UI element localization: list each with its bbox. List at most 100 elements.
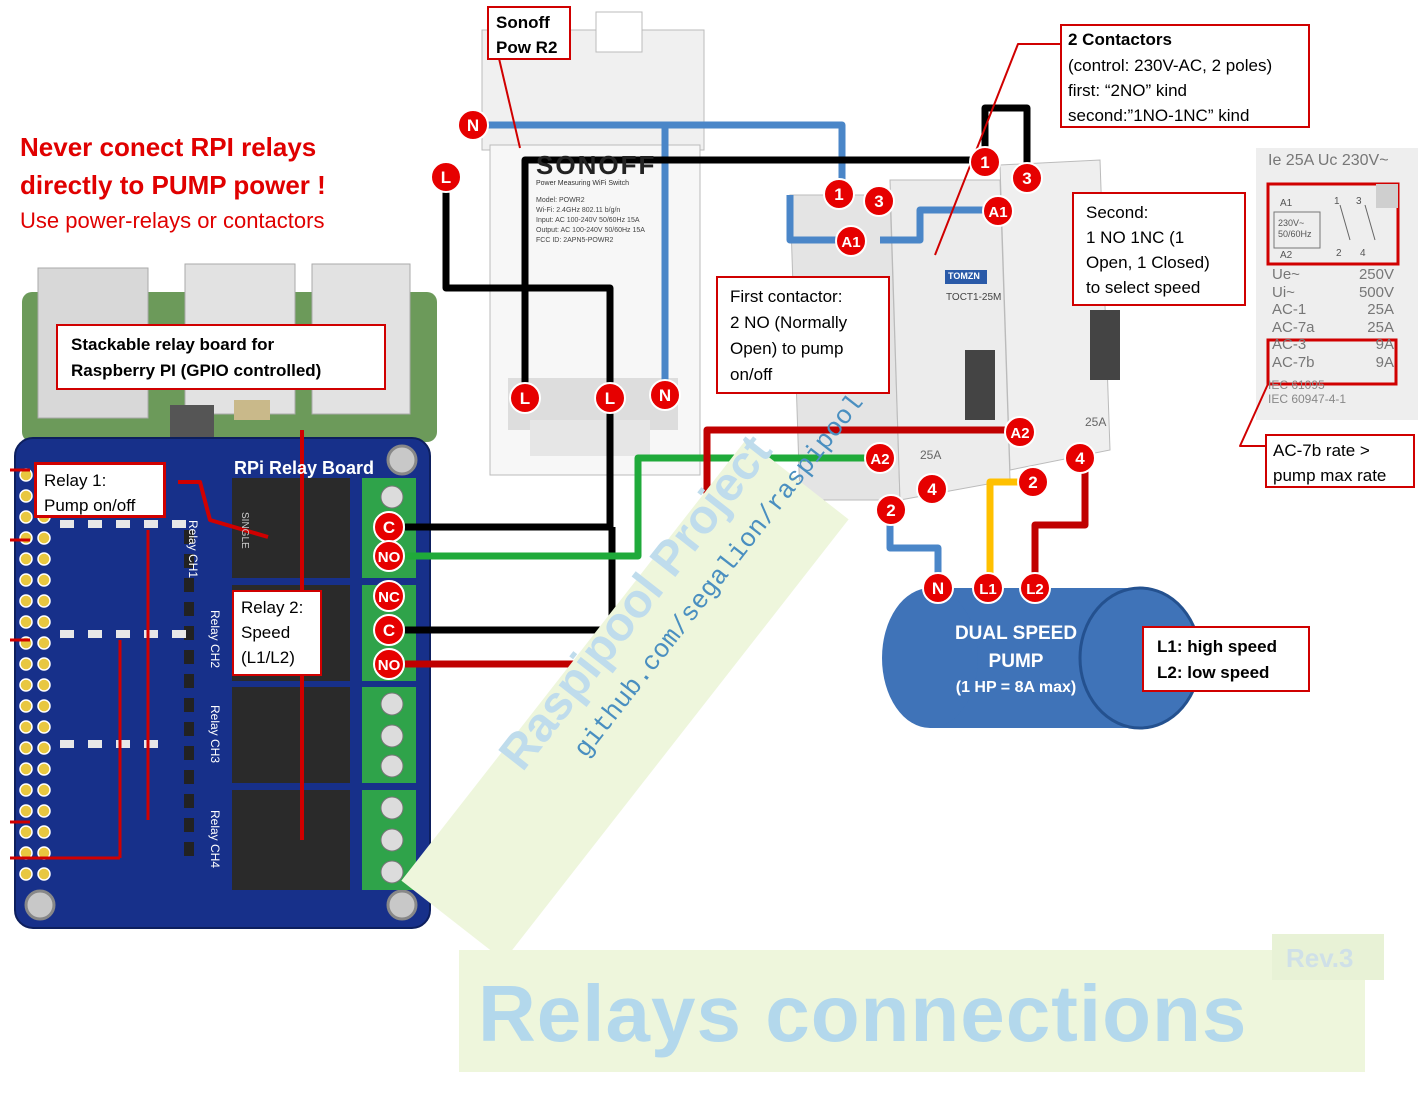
- terminal-badge-t1: 1: [823, 178, 855, 210]
- terminal-badge-text: NO: [378, 549, 401, 566]
- terminal-badge-text: A1: [841, 234, 860, 251]
- sonoff-subtitle: Power Measuring WiFi Switch: [536, 180, 629, 187]
- gpio-header: [19, 468, 51, 881]
- ac7b-label: AC-7b rate > pump max rate: [1273, 441, 1387, 485]
- contactor-rating-1: 25A: [920, 448, 942, 462]
- sonoff-label: Sonoff Pow R2: [496, 13, 558, 57]
- board-ch2: Relay CH2: [208, 610, 222, 669]
- plate-coil: 230V~ 50/60Hz: [1278, 218, 1312, 239]
- plate-row-key: Ue~: [1272, 266, 1300, 283]
- pump-line-1: DUAL SPEED: [954, 623, 1078, 644]
- plate-std2: IEC 60947-4-1: [1268, 392, 1347, 406]
- terminal-badge-text: L: [605, 389, 615, 408]
- terminal-badge-no: NO: [373, 648, 405, 680]
- terminal-badge-text: N: [659, 386, 671, 405]
- plate-row-key: AC-1: [1272, 301, 1307, 318]
- relay-label-1: SINGLE: [239, 512, 250, 549]
- terminal-badge-t3: 3: [863, 185, 895, 217]
- terminal-badge-l1: L1: [972, 572, 1004, 604]
- relay2-label: Relay 2: Speed (L1/L2): [241, 598, 304, 667]
- plate-t4: 4: [1360, 248, 1366, 259]
- pump-line-3: (1 HP = 8A max): [955, 679, 1077, 696]
- plate-row: AC-1 25A: [1272, 301, 1394, 319]
- contactors-title: 2 Contactors: [1068, 30, 1172, 49]
- terminal-badge-t2: 2: [875, 494, 907, 526]
- terminal-badge-text: 4: [927, 480, 937, 499]
- first-contactor-callout: First contactor: 2 NO (Normally Open) to…: [716, 276, 890, 394]
- second-contactor-label: Second: 1 NO 1NC (1 Open, 1 Closed) to s…: [1086, 203, 1210, 297]
- terminal-badge-c: C: [373, 511, 405, 543]
- title-band: [459, 950, 1365, 1072]
- plate-row-value: 9A: [1375, 353, 1394, 371]
- terminal-badge-text: NO: [378, 657, 401, 674]
- terminal-badge-t2: 2: [1017, 466, 1049, 498]
- terminal-badge-text: 2: [1028, 473, 1037, 492]
- terminal-badge-text: L2: [1026, 581, 1044, 598]
- terminal-badge-text: 3: [874, 192, 883, 211]
- plate-row: Ui~500V: [1272, 284, 1394, 302]
- plate-row: Ue~ 250V: [1272, 266, 1394, 284]
- terminal-badge-text: C: [383, 621, 395, 640]
- warning-line-3: Use power-relays or contactors: [20, 208, 325, 233]
- diagram-title: Relays connections: [478, 969, 1248, 1058]
- terminal-badge-a2: A2: [1004, 416, 1036, 448]
- first-contactor-label: First contactor: 2 NO (Normally Open) to…: [730, 287, 848, 384]
- sonoff-specs: Model: POWR2 Wi-Fi: 2.4GHz 802.11 b/g/n …: [536, 197, 645, 244]
- callout-ac7b: [1239, 383, 1269, 447]
- plate-row-value: 25A: [1367, 318, 1394, 336]
- plate-header: Ie 25A Uc 230V~: [1268, 152, 1389, 169]
- board-ch4: Relay CH4: [208, 810, 222, 869]
- terminal-badge-n: N: [649, 379, 681, 411]
- plate-row-value: 250V: [1358, 266, 1394, 283]
- terminal-badge-text: N: [932, 579, 944, 598]
- warning-text: Never conect RPI relays directly to PUMP…: [20, 128, 326, 238]
- contactor-rating-2: 25A: [1085, 415, 1107, 429]
- terminal-badge-text: 4: [1075, 449, 1085, 468]
- terminal-badge-text: L1: [979, 581, 997, 598]
- revision-band: [1272, 934, 1384, 980]
- terminal-badge-nc: NC: [373, 580, 405, 612]
- wire-blue-a1b: [880, 206, 998, 244]
- sonoff-callout: Sonoff Pow R2: [487, 6, 571, 60]
- pump-line-2: PUMP: [988, 651, 1044, 672]
- relay2-callout: Relay 2: Speed (L1/L2): [232, 590, 322, 676]
- plate-t3: 3: [1356, 196, 1362, 207]
- terminal-badge-text: L: [441, 168, 451, 187]
- wires: [10, 19, 1269, 860]
- terminal-badge-t1: 1: [969, 146, 1001, 178]
- plate-row-key: AC-7b: [1272, 353, 1315, 371]
- terminal-badge-text: C: [383, 518, 395, 537]
- contactor-model: TOCT1-25M: [946, 292, 1002, 303]
- wire-black-c2: [405, 527, 616, 634]
- wire-blue-pump-n: [886, 510, 942, 588]
- terminal-badge-a1: A1: [982, 195, 1014, 227]
- plate-row-key: AC-7a: [1272, 318, 1315, 336]
- relay1-pointer: [178, 480, 269, 539]
- second-contactor-callout: Second: 1 NO 1NC (1 Open, 1 Closed) to s…: [1072, 192, 1246, 306]
- plate-row: AC-7a 25A: [1272, 319, 1394, 337]
- terminal-badge-text: 3: [1022, 169, 1031, 188]
- terminal-badge-l2: L2: [1019, 572, 1051, 604]
- warning-line-2: directly to PUMP power !: [20, 170, 326, 200]
- wire-blue-neutral: [476, 121, 846, 195]
- terminal-badge-a2: A2: [864, 442, 896, 474]
- terminal-badge-text: N: [467, 116, 479, 135]
- plate-t1: 1: [1334, 196, 1340, 207]
- terminal-badge-n: N: [922, 572, 954, 604]
- terminal-badge-a1: A1: [835, 225, 867, 257]
- relay-board-callout: Stackable relay board for Raspberry PI (…: [56, 324, 386, 390]
- sonoff-brand: SONOFF: [536, 150, 657, 180]
- terminal-badge-no: NO: [373, 540, 405, 572]
- speeds-callout: L1: high speed L2: low speed: [1142, 626, 1310, 692]
- terminal-badge-text: A1: [988, 204, 1007, 221]
- board-title: RPi Relay Board: [234, 458, 375, 478]
- board-ch3: Relay CH3: [208, 705, 222, 764]
- plate-a1: A1: [1280, 198, 1293, 209]
- wire-yellow-l1: [986, 478, 1030, 588]
- plate-a2: A2: [1280, 250, 1293, 261]
- plate-row-value: 9A: [1375, 336, 1394, 353]
- terminal-badge-t4: 4: [916, 473, 948, 505]
- relay1-label: Relay 1: Pump on/off: [44, 471, 136, 515]
- plate-row-value: 25A: [1367, 301, 1394, 318]
